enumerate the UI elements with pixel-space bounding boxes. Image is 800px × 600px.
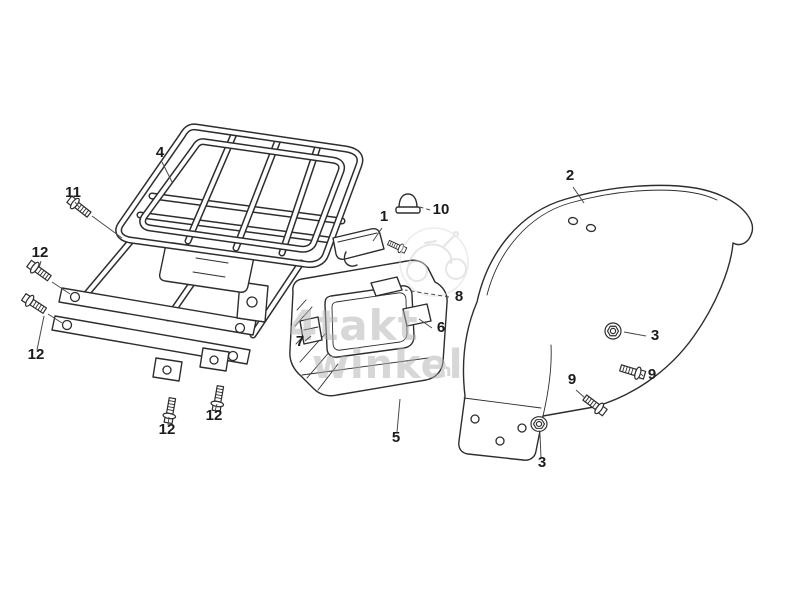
callout-12: 12 (159, 421, 176, 438)
callout-5: 5 (392, 429, 400, 446)
flange-nut-3 (530, 416, 548, 432)
callout-1: 1 (380, 208, 388, 225)
tail-light-assembly (289, 259, 448, 397)
tail-light-lens (324, 285, 415, 358)
callout-8: 8 (455, 288, 463, 305)
callout-11: 11 (65, 184, 81, 201)
callout-labels: 4 11 12 12 12 12 1 10 8 6 7 5 2 3 9 9 3 (28, 144, 660, 471)
leader-lines (36, 161, 647, 459)
watermark: 4takt winkel .nl (288, 227, 469, 388)
rear-carrier-rack (51, 123, 364, 382)
callout-10: 10 (433, 201, 450, 218)
fender-outline (458, 184, 754, 461)
callout-3: 3 (538, 454, 546, 471)
callout-9: 9 (568, 371, 576, 388)
callout-2: 2 (566, 167, 574, 184)
watermark-text-suffix: .nl (432, 361, 459, 381)
callout-9: 9 (648, 366, 656, 383)
callout-3: 3 (651, 327, 659, 344)
scooter-logo-icon (399, 227, 469, 297)
watermark-text-line2: winkel (312, 342, 464, 388)
rack-stay-bar (51, 315, 251, 365)
rack-stay-bar (58, 287, 257, 336)
callout-6: 6 (437, 319, 445, 336)
callout-4: 4 (156, 144, 165, 161)
tail-light-clip (299, 316, 323, 345)
flange-bolt-12 (19, 291, 49, 317)
cap-nut (395, 193, 421, 214)
callout-7: 7 (296, 333, 304, 350)
tail-light-bracket (332, 228, 408, 267)
callout-12: 12 (32, 244, 49, 261)
callout-12: 12 (28, 346, 45, 363)
callout-12: 12 (206, 407, 223, 424)
rear-fender (458, 184, 754, 461)
flange-nut-3 (604, 322, 622, 340)
flange-bolt-12 (24, 257, 54, 284)
tail-light-stay (402, 303, 432, 327)
watermark-text-line1: 4takt (288, 301, 419, 350)
tail-light-gasket (370, 276, 403, 297)
flange-bolt-12 (161, 396, 180, 425)
